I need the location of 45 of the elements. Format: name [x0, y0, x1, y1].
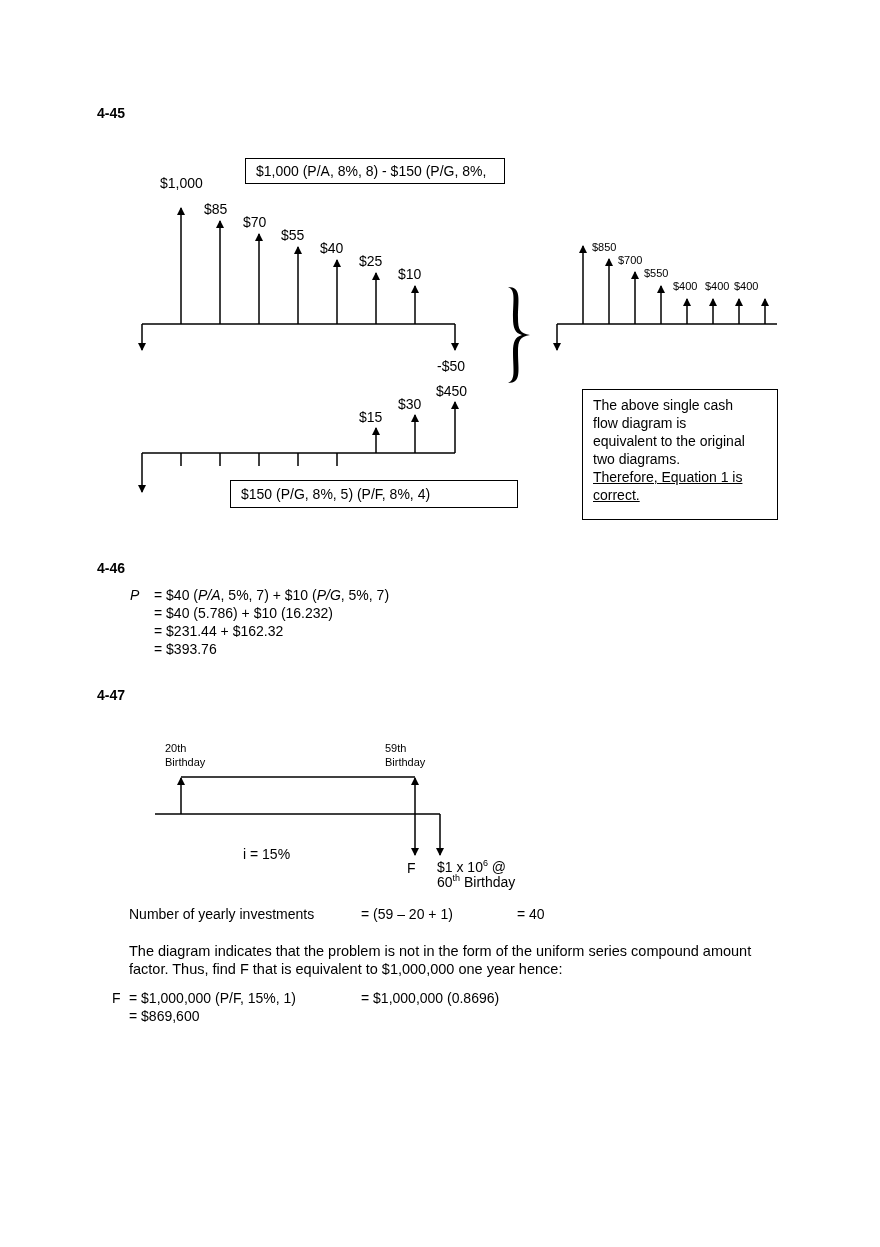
cash-flow-value: $550	[644, 266, 669, 281]
equation-text: = $231.44 + $162.32	[154, 623, 284, 640]
cash-flow-value: $15	[359, 409, 383, 426]
equation-text: F	[112, 990, 121, 1007]
cash-flow-value: $700	[618, 253, 643, 268]
equation-text: = $1,000,000 (0.8696)	[361, 990, 500, 1007]
cash-flow-value: $55	[281, 227, 305, 244]
cash-flow-value: $850	[592, 240, 617, 255]
cash-flow-value: -$50	[437, 358, 466, 375]
equation-text: = $40 (5.786) + $10 (16.232)	[154, 605, 334, 622]
equation-text: = 40	[517, 906, 545, 923]
explanation-paragraph: The diagram indicates that the problem is not in the form of the uniform series compound amount factor. Thus, find F that is equivalent to $1,000,000 one year hence:	[129, 942, 753, 978]
cash-flow-value: $400	[734, 279, 759, 294]
cash-flow-value: $450	[436, 383, 468, 400]
equation-text: = $40 (P/A, 5%, 7) + $10 (P/G, 5%, 7)	[154, 587, 390, 604]
equation-text: = $869,600	[129, 1008, 200, 1025]
cash-flow-value: $400	[705, 279, 730, 294]
conclusion-text: Therefore, Equation 1 is correct.	[593, 468, 744, 504]
cash-flow-value: $40	[320, 240, 344, 257]
equation-text: = $393.76	[154, 641, 217, 658]
cash-flow-value: $85	[204, 201, 228, 218]
cash-flow-value: $1 x 10$^{6}$ @ 60$^{th}$ Birthday	[437, 860, 517, 890]
cash-flow-value: $70	[243, 214, 267, 231]
section-number: 4-46	[97, 560, 126, 577]
time-label: 59th Birthday	[385, 741, 427, 769]
formula-text: $150 (P/G, 8%, 5) (P/F, 8%, 4)	[241, 485, 432, 503]
cash-flow-value: $1,000	[160, 175, 203, 192]
note-text: The above single cash flow diagram is equivalent to the original two diagrams.	[593, 396, 746, 468]
formula-text: $1,000 (P/A, 8%, 8) - $150 (P/G, 8%,	[256, 162, 488, 180]
formula-box	[230, 480, 518, 508]
cash-flow-value: $30	[398, 396, 422, 413]
section-number: 4-45	[97, 105, 126, 122]
equation-text: i = 15%	[243, 846, 291, 863]
equation-text: = (59 – 20 + 1)	[361, 906, 453, 923]
equation-text: Number of yearly investments	[129, 906, 315, 923]
cash-flow-value: $400	[673, 279, 698, 294]
equation-variable: P	[130, 587, 140, 604]
equation-text: = $1,000,000 (P/F, 15%, 1)	[129, 990, 296, 1007]
cash-flow-value: $10	[398, 266, 422, 283]
note-box	[582, 389, 778, 520]
section-number: 4-47	[97, 687, 126, 704]
cash-flow-value: $25	[359, 253, 383, 270]
time-label: 20th Birthday	[165, 741, 207, 769]
equation-text: F	[407, 860, 416, 877]
formula-box	[245, 158, 505, 184]
